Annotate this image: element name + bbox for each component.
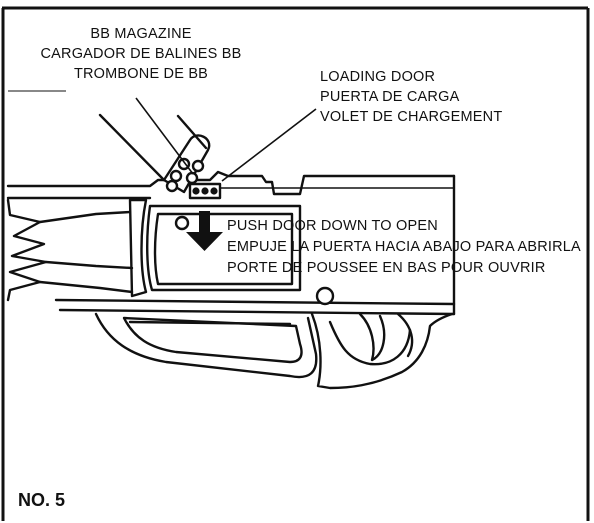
loading-door-label: LOADING DOOR PUERTA DE CARGA VOLET DE CH… bbox=[320, 69, 502, 125]
lever-handle bbox=[94, 312, 318, 379]
loading-door-label-en: LOADING DOOR bbox=[320, 69, 435, 85]
push-door-label: PUSH DOOR DOWN TO OPEN EMPUJE LA PUERTA … bbox=[227, 218, 581, 276]
loading-door-label-fr: VOLET DE CHARGEMENT bbox=[320, 109, 502, 125]
figure-number: NO. 5 bbox=[18, 490, 65, 510]
gun-receiver bbox=[6, 170, 456, 316]
loading-door-label-es: PUERTA DE CARGA bbox=[320, 89, 460, 105]
push-door-label-en: PUSH DOOR DOWN TO OPEN bbox=[227, 218, 438, 234]
trigger-guard bbox=[310, 312, 454, 390]
indicator-hole bbox=[174, 215, 190, 231]
magazine-leader-line bbox=[135, 97, 194, 175]
push-down-arrow bbox=[186, 211, 223, 251]
magazine-label-en: BB MAGAZINE bbox=[90, 26, 191, 42]
loading-door bbox=[188, 182, 222, 200]
magazine-label-es: CARGADOR DE BALINES BB bbox=[40, 46, 241, 62]
figure-border bbox=[1, 6, 590, 521]
loading-door-leader-line bbox=[221, 108, 317, 182]
magazine-label: BB MAGAZINE CARGADOR DE BALINES BB TROMB… bbox=[40, 26, 241, 82]
magazine-label-fr: TROMBONE DE BB bbox=[74, 66, 208, 82]
push-door-label-fr: PORTE DE POUSSEE EN BAS POUR OUVRIR bbox=[227, 260, 546, 276]
bb-magazine bbox=[98, 113, 211, 194]
pivot-screw bbox=[315, 286, 335, 306]
push-door-label-es: EMPUJE LA PUERTA HACIA ABAJO PARA ABRIRL… bbox=[227, 239, 581, 255]
